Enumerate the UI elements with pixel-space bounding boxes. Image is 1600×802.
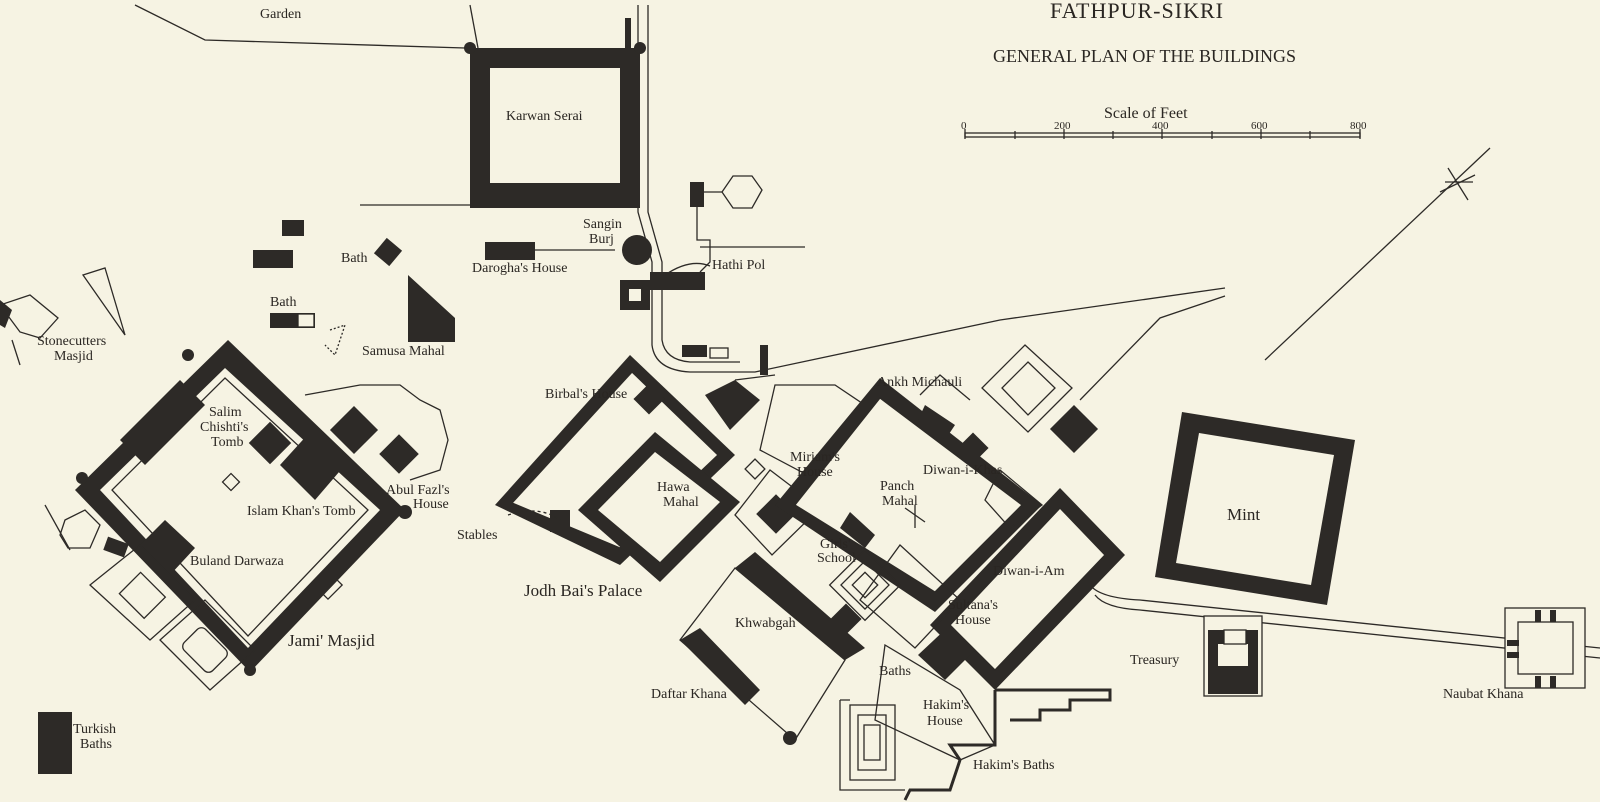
stonecutters-masjid — [0, 267, 126, 366]
label-sultanas: Sultana's — [948, 598, 998, 613]
label-school: School — [817, 551, 856, 566]
mint-building — [1155, 412, 1355, 605]
label-stables: Stables — [457, 528, 497, 543]
label-stonecutters: Stonecutters — [37, 334, 106, 349]
label-panch: Panch — [880, 479, 914, 494]
treasury-building — [1203, 615, 1263, 697]
label-karwan-serai: Karwan Serai — [506, 109, 583, 124]
label-girls: Girls' — [820, 537, 851, 552]
label-jami-masjid: Jami' Masjid — [288, 631, 375, 650]
label-diwan-i-am: Diwan-i-Am — [993, 564, 1065, 579]
western-outbuildings — [253, 220, 535, 357]
label-bath-2: Bath — [270, 295, 296, 310]
label-khwabgah: Khwabgah — [735, 616, 796, 631]
naubat-khana — [1504, 607, 1586, 689]
label-islam-khans-tomb: Islam Khan's Tomb — [247, 504, 356, 519]
label-daftar-khana: Daftar Khana — [651, 687, 728, 702]
label-birbals-house: Birbal's House — [545, 387, 627, 402]
label-salim: Salim — [209, 405, 242, 420]
label-turkish-baths: Baths — [80, 737, 112, 752]
label-miriams-house: House — [797, 465, 833, 480]
scale-tick-800: 800 — [1350, 120, 1367, 132]
jodh-bais-palace — [495, 355, 776, 582]
map-subtitle: GENERAL PLAN OF THE BUILDINGS — [993, 46, 1296, 66]
label-chishtis: Chishti's — [200, 420, 248, 435]
scale-title: Scale of Feet — [1104, 105, 1188, 122]
turkish-baths — [38, 712, 72, 774]
label-abul-fazls: Abul Fazl's — [386, 483, 450, 498]
label-hakims-baths: Hakim's Baths — [973, 758, 1054, 773]
label-naubat-khana: Naubat Khana — [1443, 687, 1524, 702]
scale-tick-200: 200 — [1054, 120, 1071, 132]
hathi-pol-complex — [620, 18, 768, 375]
label-treasury: Treasury — [1130, 653, 1179, 668]
scale-bar — [964, 129, 1361, 139]
jami-masjid-complex — [44, 340, 449, 691]
label-panch-mahal: Mahal — [882, 494, 918, 509]
label-hakims-house: House — [927, 714, 963, 729]
label-miriams: Miriam's — [790, 450, 840, 465]
karwan-serai-building — [464, 42, 646, 208]
label-diwan-i-khas: Diwan-i-Khas — [923, 463, 1002, 478]
label-bath-1: Bath — [341, 251, 367, 266]
label-hathi-pol: Hathi Pol — [712, 258, 765, 273]
girls-school-square — [828, 548, 902, 622]
label-jodh-bais-palace: Jodh Bai's Palace — [524, 581, 642, 600]
label-baths: Baths — [879, 664, 911, 679]
label-turkish: Turkish — [73, 722, 116, 737]
scale-tick-400: 400 — [1152, 120, 1169, 132]
label-mint: Mint — [1227, 505, 1260, 524]
label-abul-fazls-house: House — [413, 497, 449, 512]
map-title: FATHPUR-SIKRI — [1050, 0, 1224, 23]
label-buland-darwaza: Buland Darwaza — [190, 554, 284, 569]
label-garden: Garden — [260, 7, 301, 22]
north-arrow-star — [1439, 167, 1476, 201]
label-samusa-mahal: Samusa Mahal — [362, 344, 445, 359]
label-sangin: Sangin — [583, 217, 622, 232]
label-ankh-michauli: Ankh Michauli — [877, 375, 962, 390]
label-hawa: Hawa — [657, 480, 690, 495]
label-masjid: Masjid — [54, 349, 93, 364]
scale-tick-600: 600 — [1251, 120, 1268, 132]
scale-tick-0: 0 — [961, 120, 967, 132]
road-lines — [134, 4, 1600, 659]
label-hakims: Hakim's — [923, 698, 969, 713]
label-daroghas-house: Darogha's House — [472, 261, 567, 276]
label-tomb: Tomb — [211, 435, 243, 450]
label-hawa-mahal: Mahal — [663, 495, 699, 510]
label-burj: Burj — [589, 232, 614, 247]
label-sultanas-house: House — [955, 613, 991, 628]
